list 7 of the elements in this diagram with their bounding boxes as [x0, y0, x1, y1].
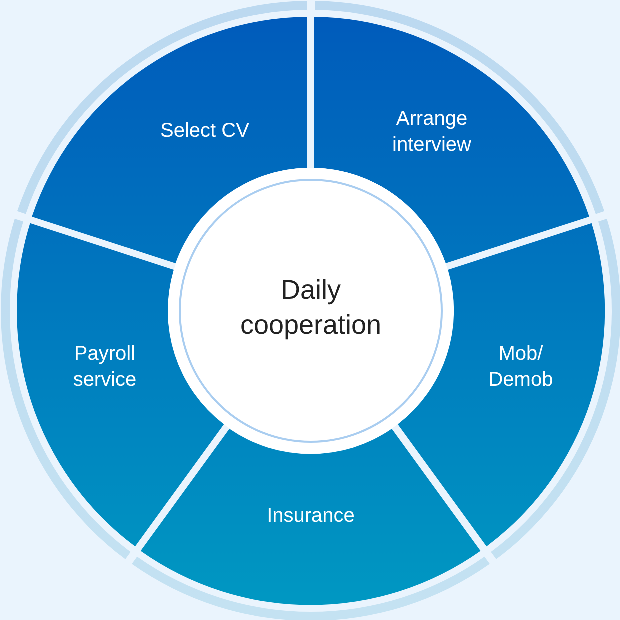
segment-label: Insurance	[266, 504, 356, 529]
segment-label: Payroll service	[72, 342, 138, 393]
center-circle	[168, 168, 454, 454]
center-label: Daily cooperation	[239, 274, 383, 342]
segment-label: Select CV	[160, 119, 250, 144]
segment-label: Mob/ Demob	[488, 342, 554, 393]
segment-label: Arrange interview	[392, 107, 472, 158]
